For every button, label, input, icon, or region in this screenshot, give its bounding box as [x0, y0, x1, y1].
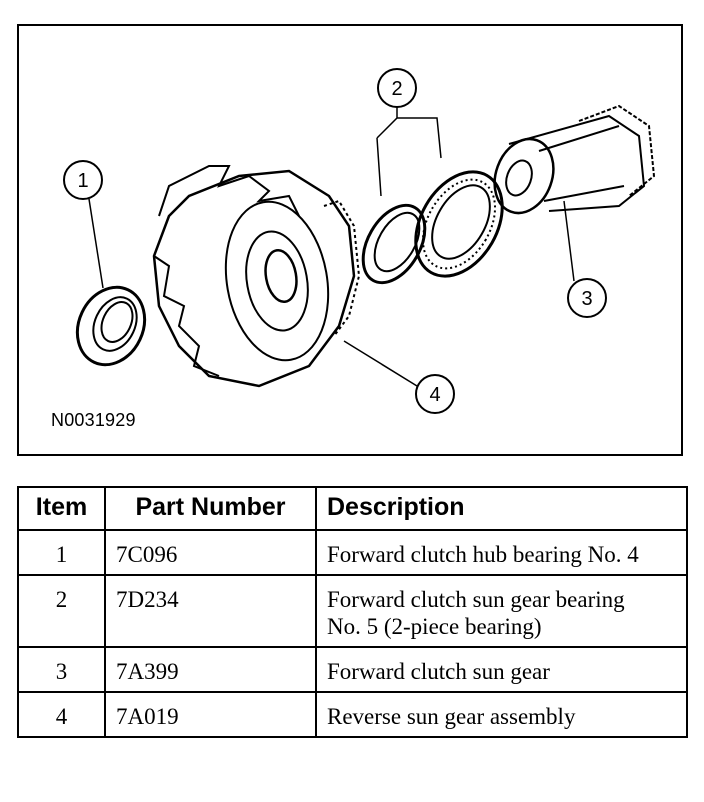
- header-item: Item: [17, 486, 106, 531]
- table-row: 3 7A399 Forward clutch sun gear: [17, 646, 688, 693]
- exploded-view-figure: 1 2 3 4 N0031929: [17, 24, 683, 456]
- table-header-row: Item Part Number Description: [17, 486, 688, 531]
- callout-label-2: 2: [391, 78, 402, 100]
- cell-part-number: 7A019: [104, 691, 317, 738]
- forward-clutch-sun-gear-part: [493, 104, 656, 215]
- sun-gear-bearing-part: [361, 170, 504, 285]
- callout-circle-4: [415, 374, 455, 414]
- callout-label-4: 4: [429, 384, 440, 406]
- cell-description: Forward clutch hub bearing No. 4: [315, 529, 688, 576]
- cell-item: 3: [17, 646, 106, 693]
- table-row: 4 7A019 Reverse sun gear assembly: [17, 691, 688, 738]
- cell-part-number: 7C096: [104, 529, 317, 576]
- cell-description: Forward clutch sun gear bearing No. 5 (2…: [315, 574, 688, 648]
- callout-circle-1: [63, 160, 103, 200]
- callout-circle-3: [567, 278, 607, 318]
- exploded-view-drawing: 1 2 3 4: [63, 68, 656, 414]
- header-part-number: Part Number: [104, 486, 317, 531]
- parts-table: Item Part Number Description 1 7C096 For…: [17, 486, 688, 738]
- cell-description: Forward clutch sun gear: [315, 646, 688, 693]
- cell-part-number: 7D234: [104, 574, 317, 648]
- reverse-sun-gear-assembly-part: [152, 165, 361, 388]
- table-row: 2 7D234 Forward clutch sun gear bearing …: [17, 574, 688, 648]
- hub-bearing-part: [75, 285, 147, 367]
- figure-id: N0031929: [51, 410, 136, 430]
- callout-label-1: 1: [77, 170, 88, 192]
- header-description: Description: [315, 486, 688, 531]
- cell-item: 4: [17, 691, 106, 738]
- callout-label-3: 3: [581, 288, 592, 310]
- cell-item: 1: [17, 529, 106, 576]
- cell-item: 2: [17, 574, 106, 648]
- table-row: 1 7C096 Forward clutch hub bearing No. 4: [17, 529, 688, 576]
- cell-description: Reverse sun gear assembly: [315, 691, 688, 738]
- cell-part-number: 7A399: [104, 646, 317, 693]
